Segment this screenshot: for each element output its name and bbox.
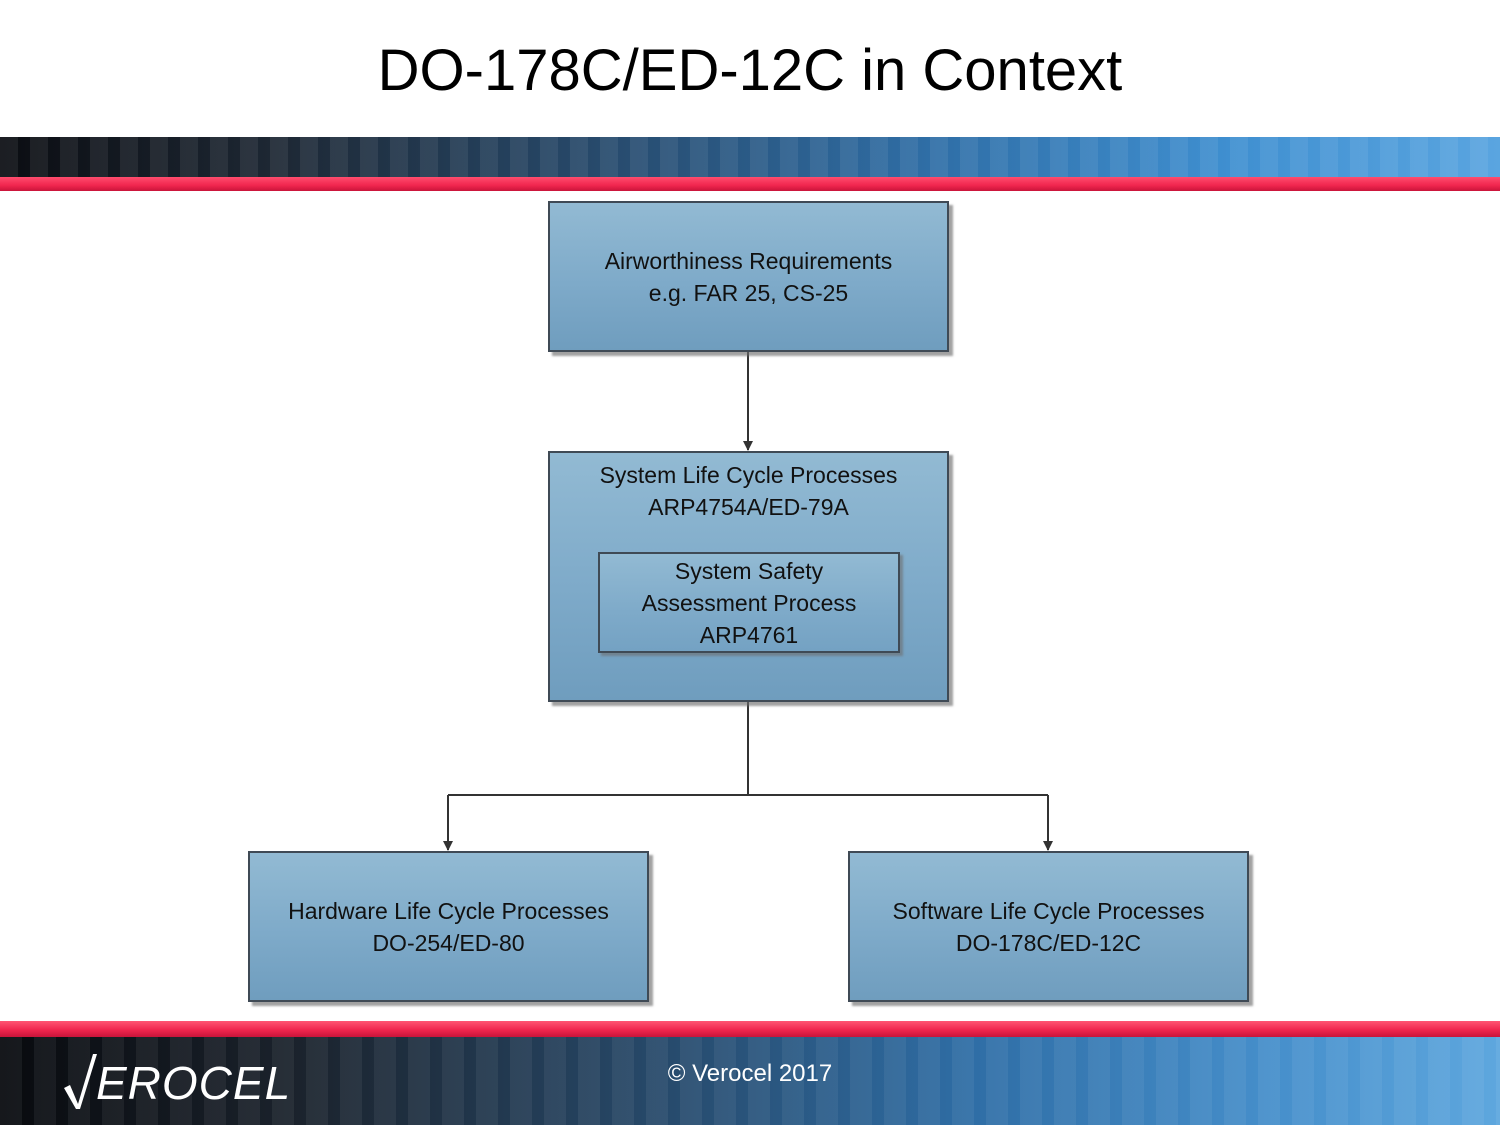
header-band — [0, 137, 1500, 179]
footer-band — [0, 1037, 1500, 1125]
software-life-cycle-box: Software Life Cycle Processes DO-178C/ED… — [848, 851, 1249, 1002]
software-line-2: DO-178C/ED-12C — [955, 929, 1142, 956]
radical-icon — [64, 1054, 97, 1109]
header-stripe — [0, 177, 1500, 191]
airworthiness-line-2: e.g. FAR 25, CS-25 — [648, 279, 849, 306]
hardware-line-1: Hardware Life Cycle Processes — [288, 897, 609, 924]
safety-line-2: Assessment Process — [641, 589, 857, 616]
safety-line-3: ARP4761 — [699, 621, 799, 648]
hardware-line-2: DO-254/ED-80 — [372, 929, 525, 956]
system-life-cycle-box: System Life Cycle Processes ARP4754A/ED-… — [548, 451, 949, 702]
hardware-life-cycle-box: Hardware Life Cycle Processes DO-254/ED-… — [248, 851, 649, 1002]
slide-title: DO-178C/ED-12C in Context — [377, 38, 1123, 103]
verocel-logo: EROCEL — [62, 1050, 291, 1110]
footer-stripe — [0, 1021, 1500, 1037]
footer-copyright: © Verocel 2017 — [667, 1060, 833, 1087]
logo-text: EROCEL — [96, 1057, 292, 1109]
system-line-1: System Life Cycle Processes — [599, 462, 898, 488]
airworthiness-line-1: Airworthiness Requirements — [604, 247, 893, 274]
system-safety-assessment-box: System Safety Assessment Process ARP4761 — [598, 552, 900, 653]
system-line-2: ARP4754A/ED-79A — [648, 494, 849, 520]
safety-line-1: System Safety — [674, 557, 824, 584]
software-line-1: Software Life Cycle Processes — [892, 897, 1205, 924]
airworthiness-requirements-box: Airworthiness Requirements e.g. FAR 25, … — [548, 201, 949, 352]
